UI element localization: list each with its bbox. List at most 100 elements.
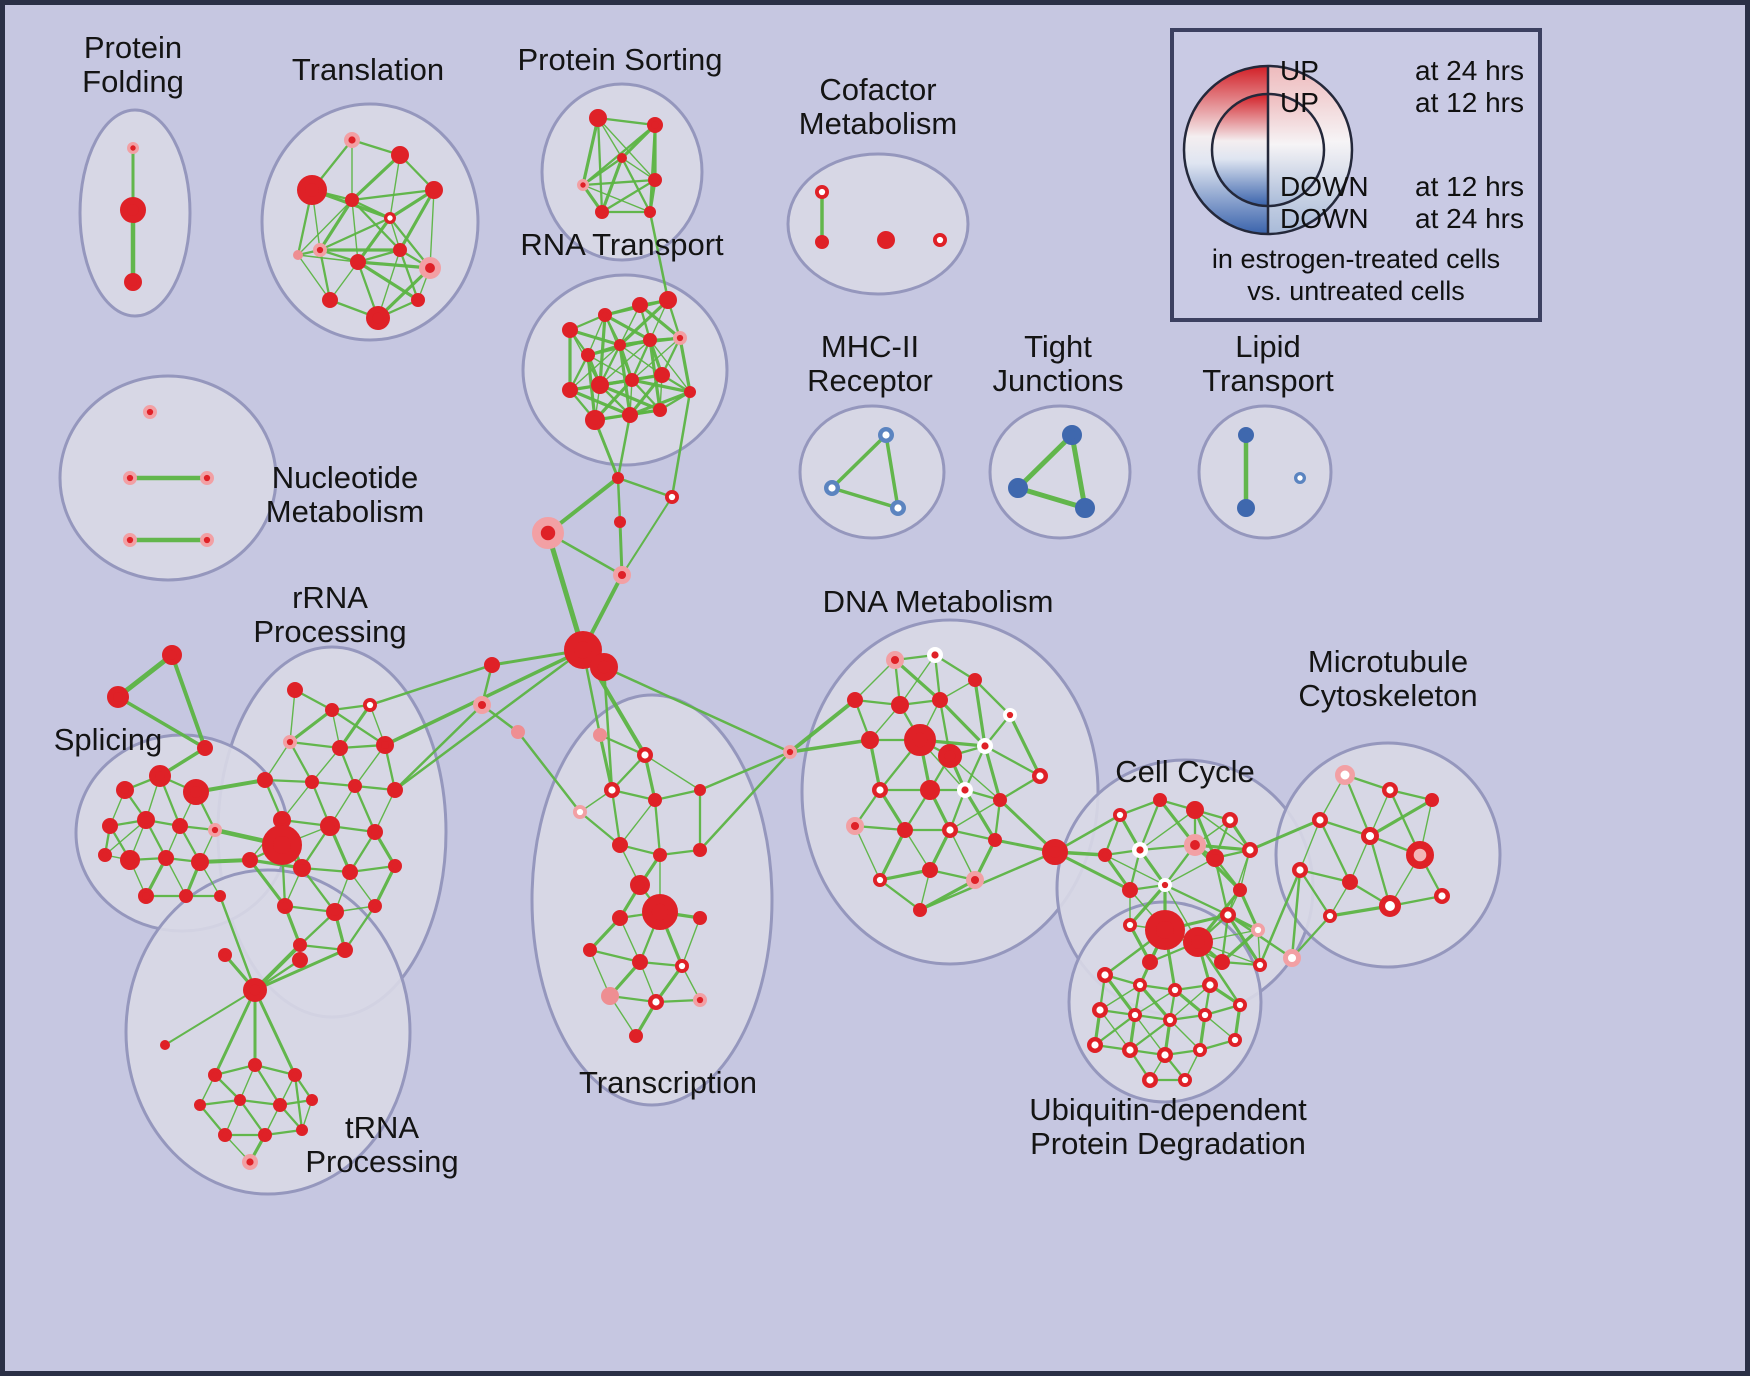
network-node [218, 1128, 233, 1143]
network-edge [516, 730, 582, 814]
network-edge [918, 850, 1057, 912]
network-node [532, 517, 565, 550]
network-node [890, 500, 907, 517]
network-node [365, 305, 390, 330]
network-node [585, 410, 605, 430]
network-node [305, 1094, 318, 1107]
network-node [927, 647, 944, 664]
network-edge [596, 116, 657, 127]
network-node [304, 774, 319, 789]
network-edge [568, 388, 632, 417]
network-node [101, 818, 118, 835]
network-edge [949, 829, 976, 881]
network-node [248, 1058, 263, 1073]
cluster-label-tight-junctions: Tight [1024, 329, 1092, 364]
network-node [1121, 882, 1138, 899]
network-edge [830, 433, 888, 490]
network-node [293, 250, 303, 260]
cluster-label-lipid-transport: Lipid [1235, 329, 1301, 364]
network-edge [681, 917, 701, 967]
network-node [1141, 1071, 1158, 1088]
network-node [692, 842, 707, 857]
network-node [652, 847, 667, 862]
network-edge [973, 678, 987, 748]
network-node [1123, 917, 1138, 932]
network-edge [248, 858, 287, 908]
network-node [1341, 874, 1358, 891]
network-node [1184, 834, 1207, 857]
cluster-label-microtubule-cytoskeleton: Cytoskeleton [1298, 678, 1477, 713]
network-node [292, 952, 309, 969]
cluster-label-nucleotide-metabolism: Metabolism [266, 494, 425, 529]
network-node [642, 332, 657, 347]
network-edge [596, 116, 604, 214]
network-edge [603, 313, 652, 342]
network-edge [1008, 713, 1042, 778]
network-node [326, 902, 345, 921]
network-node [628, 1029, 643, 1044]
network-node [572, 804, 587, 819]
network-node [241, 852, 258, 869]
network-node [1233, 882, 1248, 897]
network-node [292, 937, 307, 952]
network-edge [170, 653, 207, 750]
network-edge [376, 266, 432, 320]
network-node [957, 782, 974, 799]
network-node [1379, 895, 1402, 918]
network-node [932, 692, 949, 709]
legend-row-up-12-time: at 12 hrs [1415, 87, 1524, 118]
network-node [648, 994, 665, 1011]
network-edge [648, 210, 670, 302]
network-node [604, 782, 621, 799]
network-edge [1139, 809, 1196, 851]
network-node [257, 1128, 272, 1143]
network-edge [288, 740, 342, 750]
legend-row-up-24-time: at 24 hrs [1415, 55, 1524, 86]
network-node [272, 1098, 287, 1113]
network-node [391, 146, 410, 165]
network-edge [1258, 868, 1302, 967]
network-edge [610, 788, 622, 847]
network-node [1237, 427, 1254, 444]
network-node [1131, 842, 1148, 859]
legend-row-up-24-dir: UP [1280, 55, 1319, 86]
network-edge [616, 476, 674, 499]
network-edge [578, 810, 622, 847]
network-node [367, 898, 382, 913]
network-node [814, 235, 829, 250]
network-node [241, 1153, 258, 1170]
legend-row-down-24-dir: DOWN [1280, 203, 1369, 234]
network-edge [1103, 813, 1122, 857]
network-node [262, 825, 302, 865]
network-edge [878, 868, 932, 882]
network-node [897, 822, 914, 839]
network-edge [253, 948, 347, 992]
cluster-label-dna-metabolism: DNA Metabolism [823, 584, 1054, 619]
network-edge [343, 904, 377, 952]
legend-row-up-12-dir: UP [1280, 87, 1319, 118]
network-node [594, 205, 609, 220]
network-edge [429, 189, 435, 269]
network-edge [116, 695, 207, 750]
network-node [1041, 839, 1068, 866]
network-edge [253, 1063, 282, 1107]
network-node [208, 1068, 223, 1083]
legend-glyph-inner-right [1268, 94, 1324, 206]
network-node [920, 780, 940, 800]
network-edge [356, 216, 392, 264]
network-node [967, 672, 982, 687]
network-node [644, 205, 657, 218]
network-edge [949, 799, 1001, 831]
network-edge [1128, 1018, 1172, 1052]
network-node [614, 516, 627, 529]
network-node [392, 243, 407, 258]
network-node [1233, 997, 1248, 1012]
network-node [1205, 848, 1224, 867]
network-node [922, 862, 939, 879]
network-node [160, 1040, 170, 1050]
network-node [1294, 471, 1307, 484]
network-edge [619, 917, 641, 963]
network-edge [598, 733, 614, 792]
